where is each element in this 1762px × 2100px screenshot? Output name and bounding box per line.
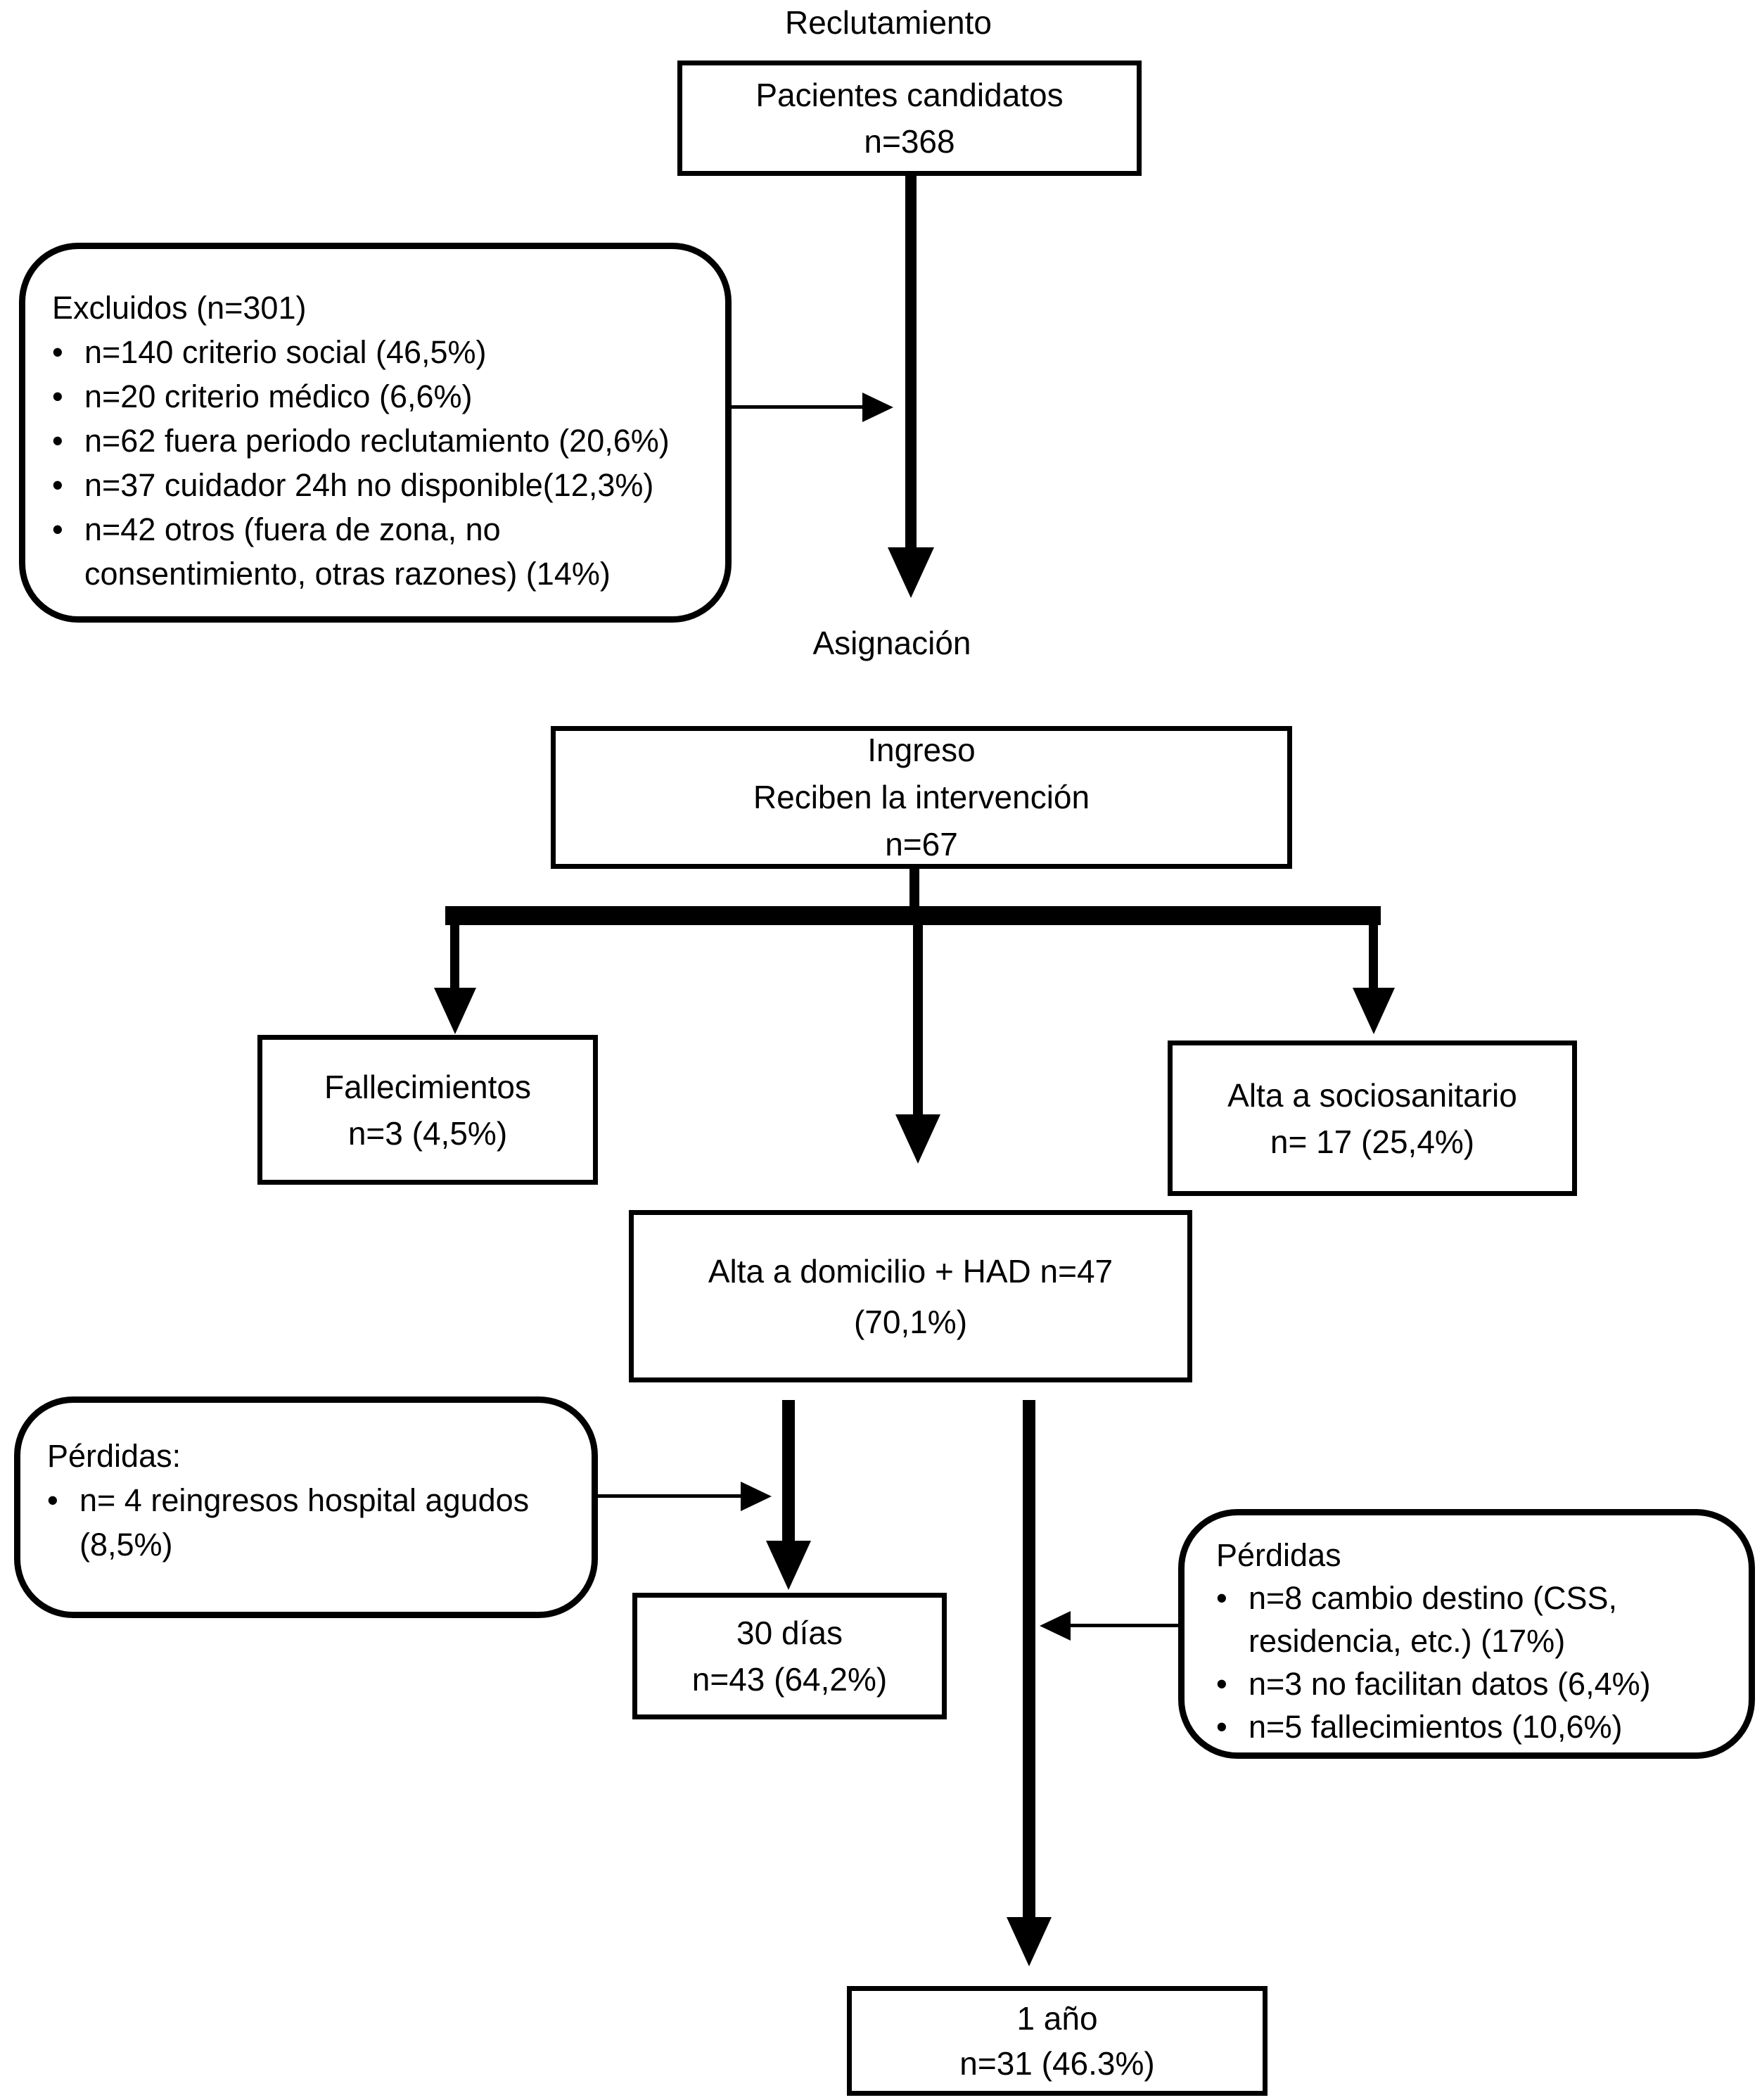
bullet-icon: • [52,511,63,547]
excluded-item: • n=20 criterio médico (6,6%) [52,374,697,419]
bullet-icon: • [52,378,63,414]
excluded-arrowhead [862,393,893,422]
candidates-to-admission-arrowhead [888,547,934,598]
branch-to-home-line [913,925,923,1114]
excluded-arrow-line [732,405,864,409]
admission-box: Ingreso Reciben la intervención n=67 [551,726,1292,869]
bullet-icon: • [47,1482,58,1518]
losses-1year-item-text: n=5 fallecimientos (10,6%) [1249,1709,1623,1745]
year1-line-1: 1 año [1016,2000,1098,2037]
losses-1year-arrowhead [1040,1611,1071,1641]
branch-horizontal-bar [445,906,1381,925]
losses-30days-box: Pérdidas: • n= 4 reingresos hospital agu… [14,1396,598,1618]
bullet-icon: • [1216,1666,1227,1702]
losses-1year-arrow-line [1071,1624,1178,1627]
losses-30days-item-text: n= 4 reingresos hospital agudos (8,5%) [79,1482,530,1563]
branch-to-deaths-arrowhead [434,988,476,1034]
losses-30days-title: Pérdidas: [47,1438,181,1474]
excluded-item-text: n=37 cuidador 24h no disponible(12,3%) [84,467,654,503]
losses-1year-item: • n=8 cambio destino (CSS, residencia, e… [1216,1577,1724,1662]
excluded-item-text: n=62 fuera periodo reclutamiento (20,6%) [84,423,670,459]
losses-1year-item: • n=3 no facilitan datos (6,4%) [1216,1662,1724,1705]
excluded-item-text: n=20 criterio médico (6,6%) [84,378,473,414]
day30-line-1: 30 días [736,1615,843,1651]
branch-to-deaths-line [450,925,459,988]
candidates-line-2: n=368 [864,123,955,160]
bullet-icon: • [1216,1580,1227,1616]
excluded-title: Excluidos (n=301) [52,290,307,326]
admission-branch-stub-line [909,869,919,906]
candidates-to-admission-arrow-line [905,176,917,549]
branch-to-nursing-arrowhead [1353,988,1395,1034]
bullet-icon: • [1216,1709,1227,1745]
excluded-item: • n=37 cuidador 24h no disponible(12,3%) [52,463,697,507]
nursing-line-2: n= 17 (25,4%) [1270,1123,1475,1160]
candidates-box: Pacientes candidatos n=368 [677,61,1142,176]
excluded-box: Excluidos (n=301) • n=140 criterio socia… [19,243,732,623]
deaths-box: Fallecimientos n=3 (4,5%) [257,1035,598,1185]
losses-1year-item-text: n=8 cambio destino (CSS, residencia, etc… [1249,1580,1618,1659]
losses-1year-item: • n=5 fallecimientos (10,6%) [1216,1705,1724,1748]
candidates-line-1: Pacientes candidatos [755,77,1064,113]
excluded-item: • n=62 fuera periodo reclutamiento (20,6… [52,419,697,463]
recruitment-stage-label: Reclutamiento [784,4,992,41]
home-to-year1-line [1023,1400,1035,1917]
bullet-icon: • [52,334,63,370]
losses-1year-item-text: n=3 no facilitan datos (6,4%) [1249,1666,1651,1702]
excluded-item: • n=42 otros (fuera de zona, no consenti… [52,507,697,596]
day30-box: 30 días n=43 (64,2%) [632,1593,947,1719]
bullet-icon: • [52,467,63,503]
nursing-line-1: Alta a sociosanitario [1227,1076,1517,1114]
losses-1year-title: Pérdidas [1216,1537,1341,1573]
home-discharge-box: Alta a domicilio + HAD n=47 (70,1%) [629,1210,1192,1382]
admission-line-2: Reciben la intervención [753,779,1090,815]
home-line-1: Alta a domicilio + HAD n=47 [708,1252,1113,1290]
losses-30days-item: • n= 4 reingresos hospital agudos (8,5%) [47,1478,570,1567]
excluded-item-text: n=140 criterio social (46,5%) [84,334,487,370]
admission-line-1: Ingreso [867,732,976,768]
excluded-item: • n=140 criterio social (46,5%) [52,330,697,374]
admission-line-3: n=67 [885,826,958,863]
branch-to-home-arrowhead [895,1114,940,1164]
losses-30days-arrowhead [741,1482,772,1511]
excluded-item-text: n=42 otros (fuera de zona, no consentimi… [84,511,611,592]
home-line-2: (70,1%) [853,1303,968,1340]
losses-30days-arrow-line [598,1494,742,1498]
deaths-line-2: n=3 (4,5%) [347,1114,508,1152]
year1-line-2: n=31 (46.3%) [959,2045,1155,2082]
year1-box: 1 año n=31 (46.3%) [847,1986,1268,2096]
branch-to-nursing-line [1369,925,1378,988]
assignment-stage-label: Asignación [812,625,971,661]
home-to-day30-arrowhead [766,1541,811,1590]
deaths-line-1: Fallecimientos [324,1068,531,1105]
home-to-day30-line [782,1400,795,1541]
bullet-icon: • [52,423,63,459]
home-to-year1-arrowhead [1007,1917,1052,1966]
nursing-home-discharge-box: Alta a sociosanitario n= 17 (25,4%) [1168,1041,1577,1196]
losses-1year-box: Pérdidas • n=8 cambio destino (CSS, resi… [1178,1509,1755,1759]
day30-line-2: n=43 (64,2%) [691,1661,888,1698]
